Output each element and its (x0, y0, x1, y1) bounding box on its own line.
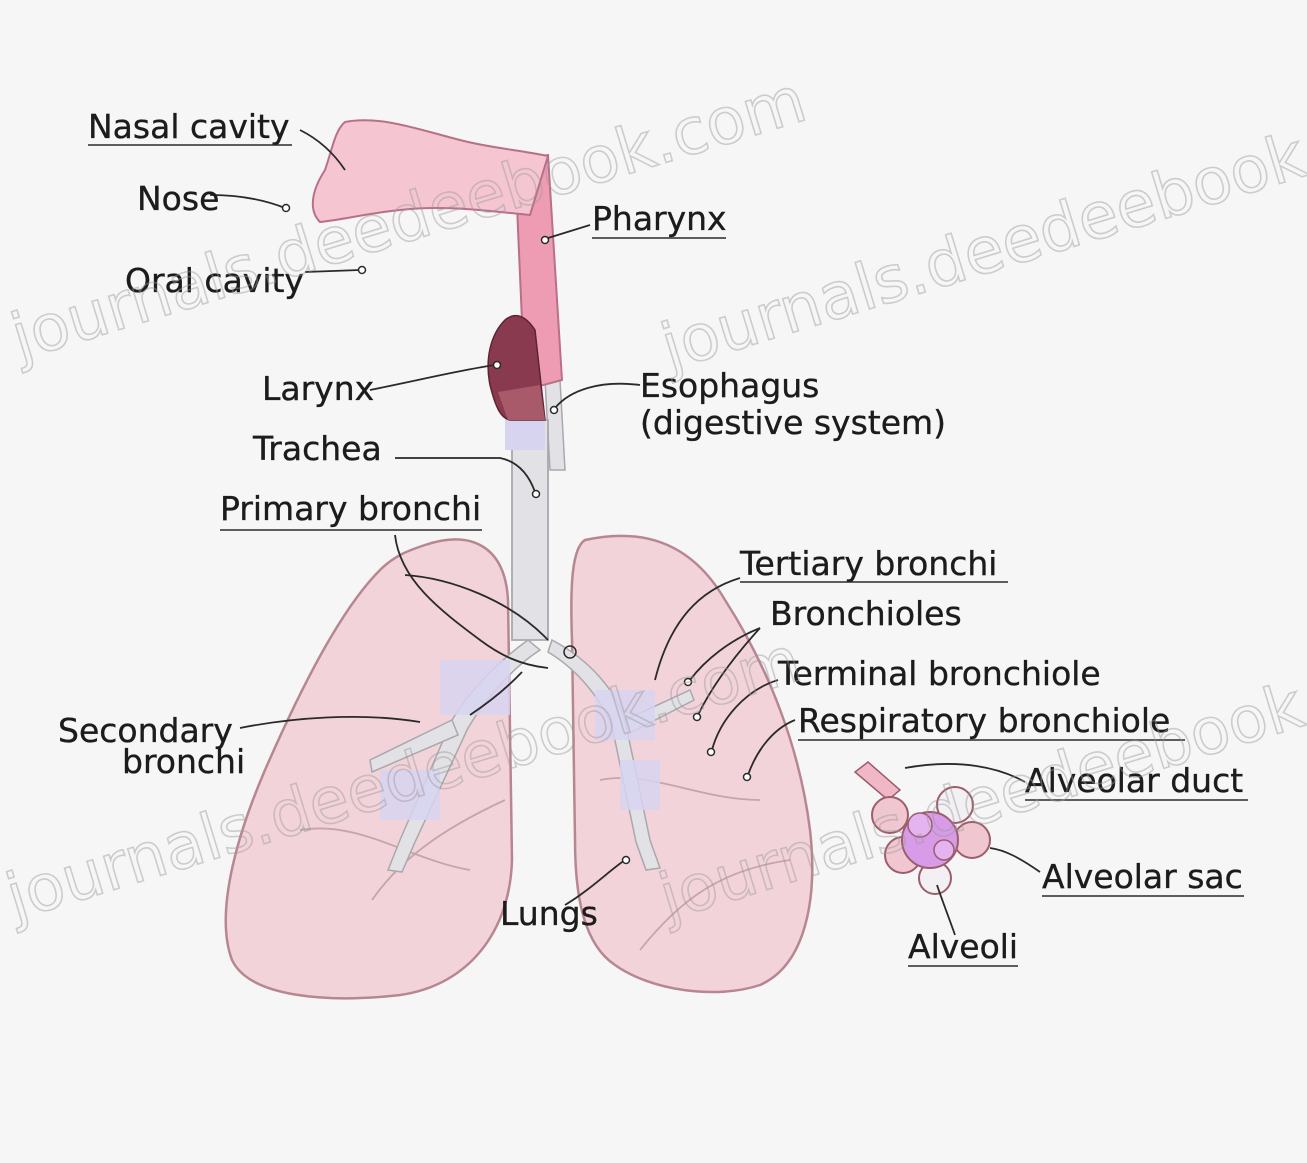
label-trachea: Trachea (252, 429, 382, 468)
label-terminal-bronchiole: Terminal bronchiole (777, 654, 1101, 693)
label-esophagus: Esophagus (640, 366, 819, 405)
label-esophagus-note: (digestive system) (640, 403, 946, 442)
trachea-highlight (505, 418, 545, 450)
label-primary-bronchi: Primary bronchi (220, 489, 481, 528)
label-alveolar-sac: Alveolar sac (1042, 857, 1243, 896)
label-larynx: Larynx (262, 369, 374, 408)
label-bronchioles: Bronchioles (770, 594, 962, 633)
label-nose: Nose (137, 179, 219, 218)
bronchi-highlight (620, 760, 660, 810)
label-secondary-bronchi-2: bronchi (122, 742, 245, 781)
label-nasal-cavity: Nasal cavity (88, 107, 290, 146)
label-lungs: Lungs (500, 894, 598, 933)
trachea (512, 420, 548, 640)
label-tertiary-bronchi: Tertiary bronchi (739, 544, 997, 583)
label-alveoli: Alveoli (908, 927, 1018, 966)
bronchi-highlight (440, 660, 510, 715)
label-pharynx: Pharynx (592, 199, 727, 238)
